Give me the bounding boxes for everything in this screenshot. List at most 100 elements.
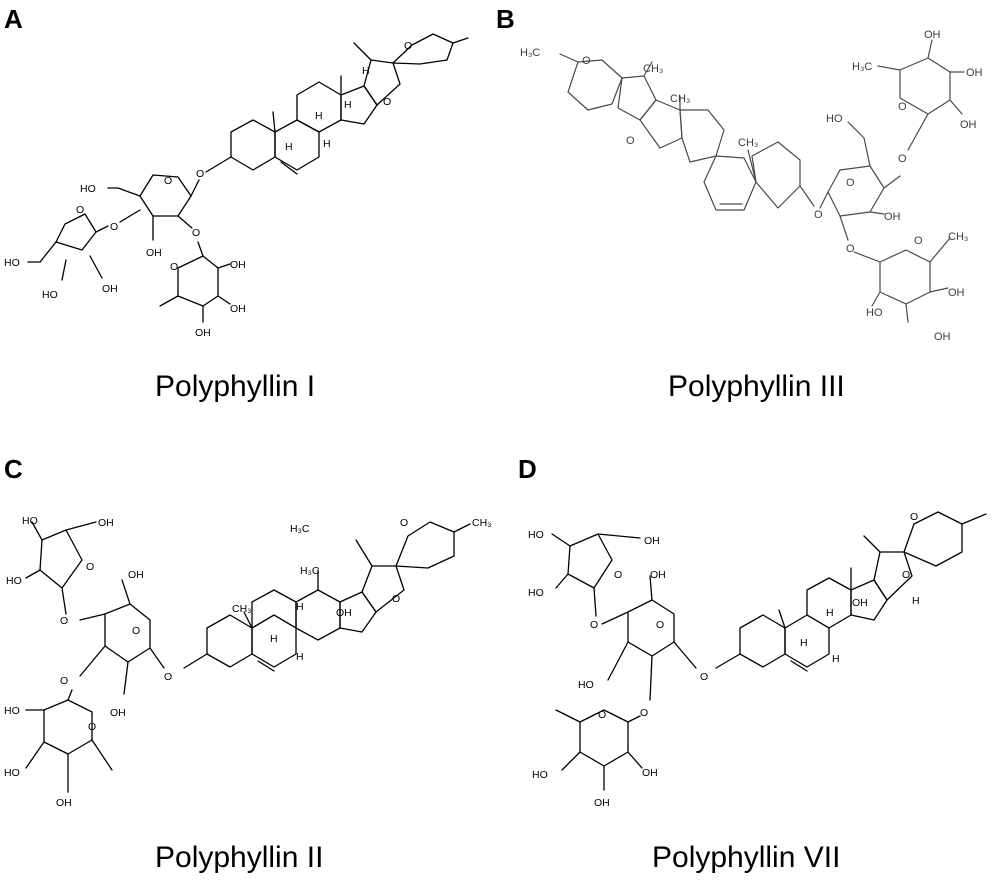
structure-polyphyllin-iii: H₃C O CH₃ O CH₃ CH₃ O O HO O OH O [520,29,983,343]
ring-e-d [873,551,913,601]
sugar-furanose-a [55,213,97,251]
atom-ho-c3: HO [4,705,20,717]
sugar-glucose-b [827,165,885,217]
atom-h3c-c2: H₃C [300,565,320,577]
sugar-glucose-c [104,603,151,663]
atom-ch3-c4: CH₃ [472,517,491,529]
ring-f-b [567,59,623,111]
bond-d-ch2oh [649,575,653,601]
atom-o-b1: O [582,55,591,67]
bond-c-o3 [79,645,106,677]
bond-d-fur-o [593,587,597,617]
caption-polyphyllin-vii: Polyphyllin VII [652,841,841,874]
ring-f-c [361,565,405,613]
atom-oh-b4: OH [960,119,977,131]
bond-a-glc-o [190,179,200,197]
caption-polyphyllin-iii: Polyphyllin III [668,370,845,403]
ring-a-c [206,614,253,668]
atom-o-glc-c: O [132,625,140,637]
bond-d-rha-o [627,715,641,723]
double-bond-d [790,660,808,672]
ring-d-a [340,85,378,125]
atom-h-d1: H [800,637,808,649]
atom-oh-a2: OH [102,283,118,295]
ring-f-a [392,33,454,65]
bond-c-rha-me [91,739,113,771]
bond-a-rha-me [159,295,179,307]
caption-polyphyllin-ii: Polyphyllin II [155,841,324,874]
atom-o-glc-d: O [656,619,664,631]
structure-polyphyllin-vii: O O OH H H H H O O OH O HO O [528,511,987,809]
atom-h-c3: H [296,651,304,663]
atom-ch3-c3: CH₃ [232,603,251,615]
bond-d-glc-o [673,641,697,669]
atom-h-a5: H [362,65,370,77]
methyl-a3 [353,42,372,61]
bond-d-o2 [649,655,653,701]
bond-d-fur-oh2 [555,573,569,589]
atom-ho-d4: HO [532,769,548,781]
atom-o-b4: O [898,153,907,165]
methyl-b1 [559,53,579,63]
bond-c-fur-oh1 [31,521,43,541]
atom-o-d2: O [902,569,910,581]
atom-o-glc-b: O [846,177,855,189]
ring-e-c [339,591,377,633]
ring-a-a [230,119,276,171]
bond-b-rha2-oh2 [905,303,909,323]
atom-oh-b6: OH [948,287,965,299]
atom-o-c2: O [392,593,400,605]
atom-oh-c1: OH [336,607,352,619]
atom-o-c5: O [60,675,68,687]
bond-c-rha-oh2 [25,741,45,769]
atom-o-a4: O [110,221,118,233]
methyl-c1 [453,523,471,533]
atom-oh-b1: OH [884,211,901,223]
ring-d-c [295,589,341,641]
atom-h-a4: H [344,99,352,111]
structure-polyphyllin-i: O O O H H H H H O HO OH O O [4,33,469,339]
bond-b-rha1-me [877,65,901,71]
bond-b-glc-o [819,191,829,209]
atom-oh-a4: OH [230,303,246,315]
bond-d-fur-ch2 [597,533,641,539]
double-bond-a [280,161,298,175]
atom-o-rha1-b: O [898,101,907,113]
sugar-rhamnose-b1 [899,57,951,115]
methyl-a4 [452,37,469,44]
atom-ho-c1: HO [22,515,38,527]
atom-ho-d1: HO [578,679,594,691]
methyl-c4 [243,611,253,629]
bond-c-oh [123,661,129,695]
atom-o-rha-a: O [170,261,178,273]
atom-h-d3: H [832,653,840,665]
atom-h-d2: H [826,607,834,619]
ring-c-c [251,589,297,629]
atom-o-c1: O [400,517,408,529]
atom-h-d4: H [912,595,920,607]
atom-oh-d2: OH [650,569,666,581]
bond-a-rha-o [197,241,204,257]
atom-ho-b2: HO [866,307,883,319]
bond-b-glyc [799,185,815,207]
atom-h3c-b2: H₃C [852,61,872,73]
atom-ho-c2: HO [6,575,22,587]
sugar-rhamnose-c [43,699,93,755]
atom-oh-d5: OH [642,767,658,779]
atom-oh-b2: OH [924,29,941,41]
atom-h-a2: H [315,110,323,122]
panel-letter-a: A [4,4,23,34]
ring-d-b [639,99,683,149]
methyl-b4 [747,149,757,183]
atom-oh-c2: OH [128,569,144,581]
bond-b-rha2-me [929,237,951,263]
methyl-b2 [643,61,653,77]
bond-a-fur-oh2 [89,255,103,279]
atom-o-fur-d: O [614,569,622,581]
atom-oh-c4: OH [98,517,114,529]
atom-o-d1: O [910,511,918,523]
atom-oh-c3: OH [110,707,126,719]
bond-c-rha-o [67,689,73,701]
atom-o-rha-c: O [88,721,96,733]
